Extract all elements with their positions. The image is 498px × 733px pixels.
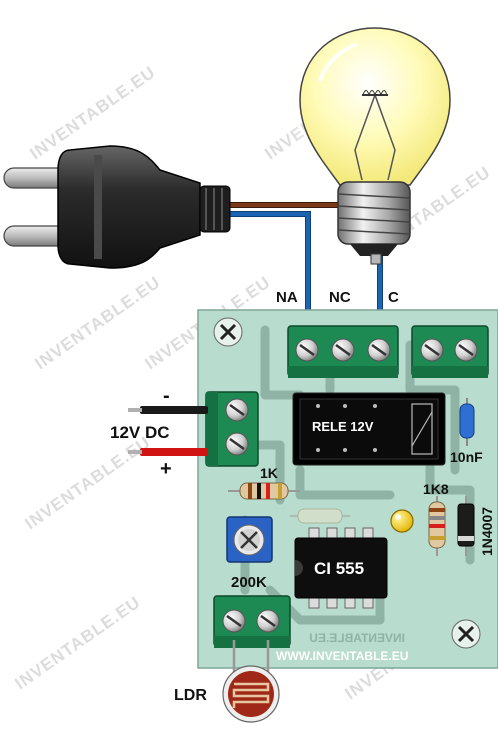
label-c: C: [388, 289, 399, 306]
ic-chip: [294, 527, 388, 609]
label-cap: 10nF: [450, 449, 483, 465]
pcb-silkscreen: WWW.INVENTABLE.EU: [276, 649, 408, 663]
potentiometer-icon[interactable]: [226, 516, 273, 563]
screw-icon[interactable]: [419, 337, 445, 363]
label-diode: 1N4007: [479, 507, 495, 556]
screw-icon[interactable]: [453, 337, 479, 363]
led-icon: [390, 509, 414, 533]
screw-icon[interactable]: [366, 337, 392, 363]
label-ldr: LDR: [174, 687, 207, 704]
label-r1: 1K: [260, 465, 278, 481]
ldr-terminal-block: [213, 595, 291, 648]
screw-icon[interactable]: [255, 608, 281, 634]
label-na: NA: [276, 289, 298, 306]
power-terminal-block: [205, 391, 259, 467]
lamp-icon: [277, 5, 467, 265]
mounting-screw: [451, 619, 481, 649]
resistor-ghost: [290, 508, 350, 524]
relay-terminal-block: [287, 325, 399, 378]
screw-icon[interactable]: [224, 431, 250, 457]
label-minus: -: [163, 385, 170, 407]
resistor-1k8: [428, 496, 446, 556]
ldr-icon: [222, 640, 280, 723]
diode: [457, 496, 475, 556]
label-supply: 12V DC: [110, 423, 170, 442]
label-pot: 200K: [231, 574, 267, 591]
plug-icon: [3, 145, 231, 269]
capacitor: [459, 398, 475, 446]
screw-icon[interactable]: [221, 608, 247, 634]
relay-label: RELE 12V: [312, 419, 374, 434]
label-r2: 1K8: [423, 481, 449, 497]
watermark: INVENTABLE.EU: [11, 592, 144, 693]
relay-icon: [292, 392, 446, 466]
screw-icon[interactable]: [330, 337, 356, 363]
pcb-silkscreen-mirror: INVENTABLE.EU: [309, 631, 405, 645]
resistor-1k: [228, 482, 300, 500]
aux-terminal-block: [411, 325, 489, 378]
mounting-screw: [213, 317, 243, 347]
label-nc: NC: [329, 289, 351, 306]
screw-icon[interactable]: [224, 397, 250, 423]
power-leads: [128, 406, 208, 456]
label-plus: +: [160, 458, 172, 480]
screw-icon[interactable]: [294, 337, 320, 363]
watermark: INVENTABLE.EU: [21, 432, 154, 533]
ic-label: CI 555: [314, 559, 364, 578]
